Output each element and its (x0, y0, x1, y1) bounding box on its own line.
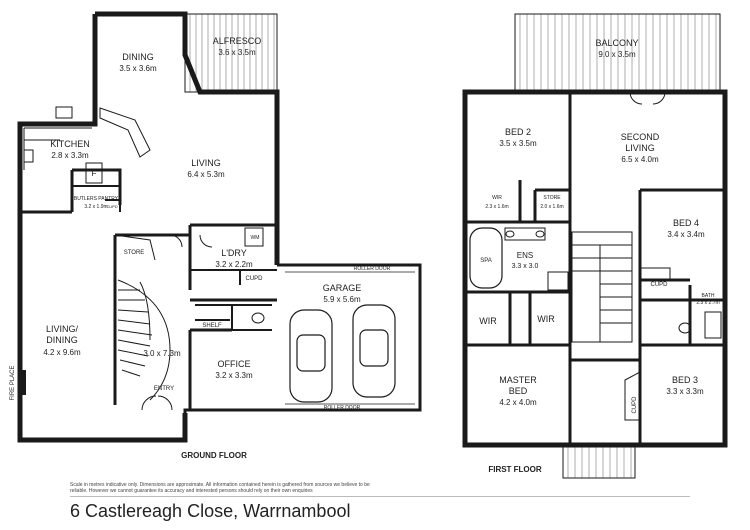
label-cupd-bed4: CUPD (650, 282, 668, 288)
room-size-living-dining: 4.2 x 9.6m (43, 348, 81, 357)
label-shelf: SHELF (202, 323, 222, 329)
room-name-living: LIVING (191, 158, 221, 168)
room-name-living-dining-2: DINING (46, 335, 78, 345)
property-address: 6 Castlereagh Close, Warrnambool (70, 501, 351, 521)
label-cupd-bed3: CUPD (632, 396, 638, 414)
room-size-kitchen: 2.8 x 3.3m (51, 151, 89, 160)
room-name-alfresco: ALFRESCO (213, 36, 262, 46)
label-entry: ENTRY (154, 386, 174, 392)
fridge (85, 162, 103, 184)
room-name-balcony: BALCONY (595, 38, 638, 48)
room-size-dining: 3.5 x 3.6m (119, 64, 157, 73)
room-name-bed-2: BED 2 (505, 127, 531, 137)
room-name-master-bed-2: BED (509, 386, 528, 396)
ground-floor-title: GROUND FLOOR (181, 451, 247, 460)
spa-tub (469, 227, 503, 289)
room-name-kitchen: KITCHEN (50, 139, 90, 149)
room-size-store: 2.0 x 1.6m (540, 204, 563, 210)
room-name-bed-4: BED 4 (673, 218, 699, 228)
ground-outer-wall (17, 11, 280, 443)
label-wir-right: WIR (537, 314, 555, 324)
room-size-bed-4: 3.4 x 3.4m (667, 230, 705, 239)
room-size-master-bed: 4.2 x 4.0m (499, 398, 537, 407)
label-fridge: F (92, 169, 97, 178)
first-staircase (571, 231, 633, 343)
first-floor-plan (462, 13, 728, 479)
label-spa: SPA (480, 258, 492, 264)
garage-cars (289, 304, 396, 403)
room-size-garage: 5.9 x 5.6m (323, 295, 361, 304)
room-name-master-bed: MASTER (499, 375, 537, 385)
room-name-living-dining: LIVING/ (46, 324, 79, 334)
ground-floor-plan (17, 11, 422, 443)
room-name-bath: BATH (702, 293, 715, 299)
label-roller-door-bottom: ROLLER DOOR (324, 405, 361, 411)
label-wir-left: WIR (479, 316, 497, 326)
room-name-second-living: SECOND (621, 132, 660, 142)
ground-floor-labels: DINING 3.5 x 3.6m ALFRESCO 3.6 x 3.5m KI… (10, 36, 391, 460)
label-cupd-small: CUPD (106, 204, 117, 209)
label-store: STORE (124, 250, 145, 256)
room-name-butlers-pantry: BUTLERS PANTRY (74, 196, 119, 202)
fire-place (20, 370, 26, 395)
first-floor-title: FIRST FLOOR (488, 465, 542, 474)
room-name-bed-3: BED 3 (672, 375, 698, 385)
alfresco-deck (189, 14, 275, 92)
label-cupd: CUPD (245, 276, 263, 282)
room-size-second-living: 6.5 x 4.0m (621, 155, 659, 164)
room-size-living: 6.4 x 5.3m (187, 170, 225, 179)
room-name-dining: DINING (122, 52, 154, 62)
room-name-laundry: L'DRY (221, 248, 247, 258)
label-wm: WM (251, 235, 260, 241)
label-roller-door-top: ROLLER DOOR (354, 266, 391, 272)
room-size-office: 3.2 x 3.3m (215, 371, 253, 380)
room-size-bath: 2.3 x 2.7m (696, 300, 719, 306)
room-size-wir: 2.3 x 1.6m (485, 204, 508, 210)
room-name-garage: GARAGE (323, 283, 362, 293)
room-size-bed-3: 3.3 x 3.3m (666, 387, 704, 396)
room-name-second-living-2: LIVING (625, 143, 655, 153)
room-size-laundry: 3.2 x 2.2m (215, 260, 253, 269)
label-fire-place: FIRE PLACE (10, 365, 16, 400)
room-size-ensuite: 3.3 x 3.0 (512, 263, 539, 270)
room-size-bed-2: 3.5 x 3.5m (499, 139, 537, 148)
room-size-balcony: 9.0 x 3.5m (598, 50, 636, 59)
room-name-office: OFFICE (218, 359, 251, 369)
room-name-ensuite: ENS (517, 251, 533, 260)
first-outer-wall (462, 89, 728, 448)
room-name-store: STORE (543, 195, 561, 201)
room-size-alfresco: 3.6 x 3.5m (218, 48, 256, 57)
room-size-butlers-pantry: 3.2 x 1.9m (84, 204, 107, 210)
kitchen-counter (23, 127, 92, 170)
label-stair-size: 3.0 x 7.3m (143, 349, 181, 358)
divider-line (70, 496, 690, 497)
balcony-deck (519, 14, 717, 90)
disclaimer-text: Scale in metres indicative only. Dimensi… (70, 482, 370, 494)
room-name-wir: WIR (492, 195, 502, 201)
ground-staircase (117, 279, 171, 401)
first-floor-labels: BALCONY 9.0 x 3.5m BED 2 3.5 x 3.5m SECO… (479, 38, 719, 474)
first-floor-deck (567, 446, 632, 478)
